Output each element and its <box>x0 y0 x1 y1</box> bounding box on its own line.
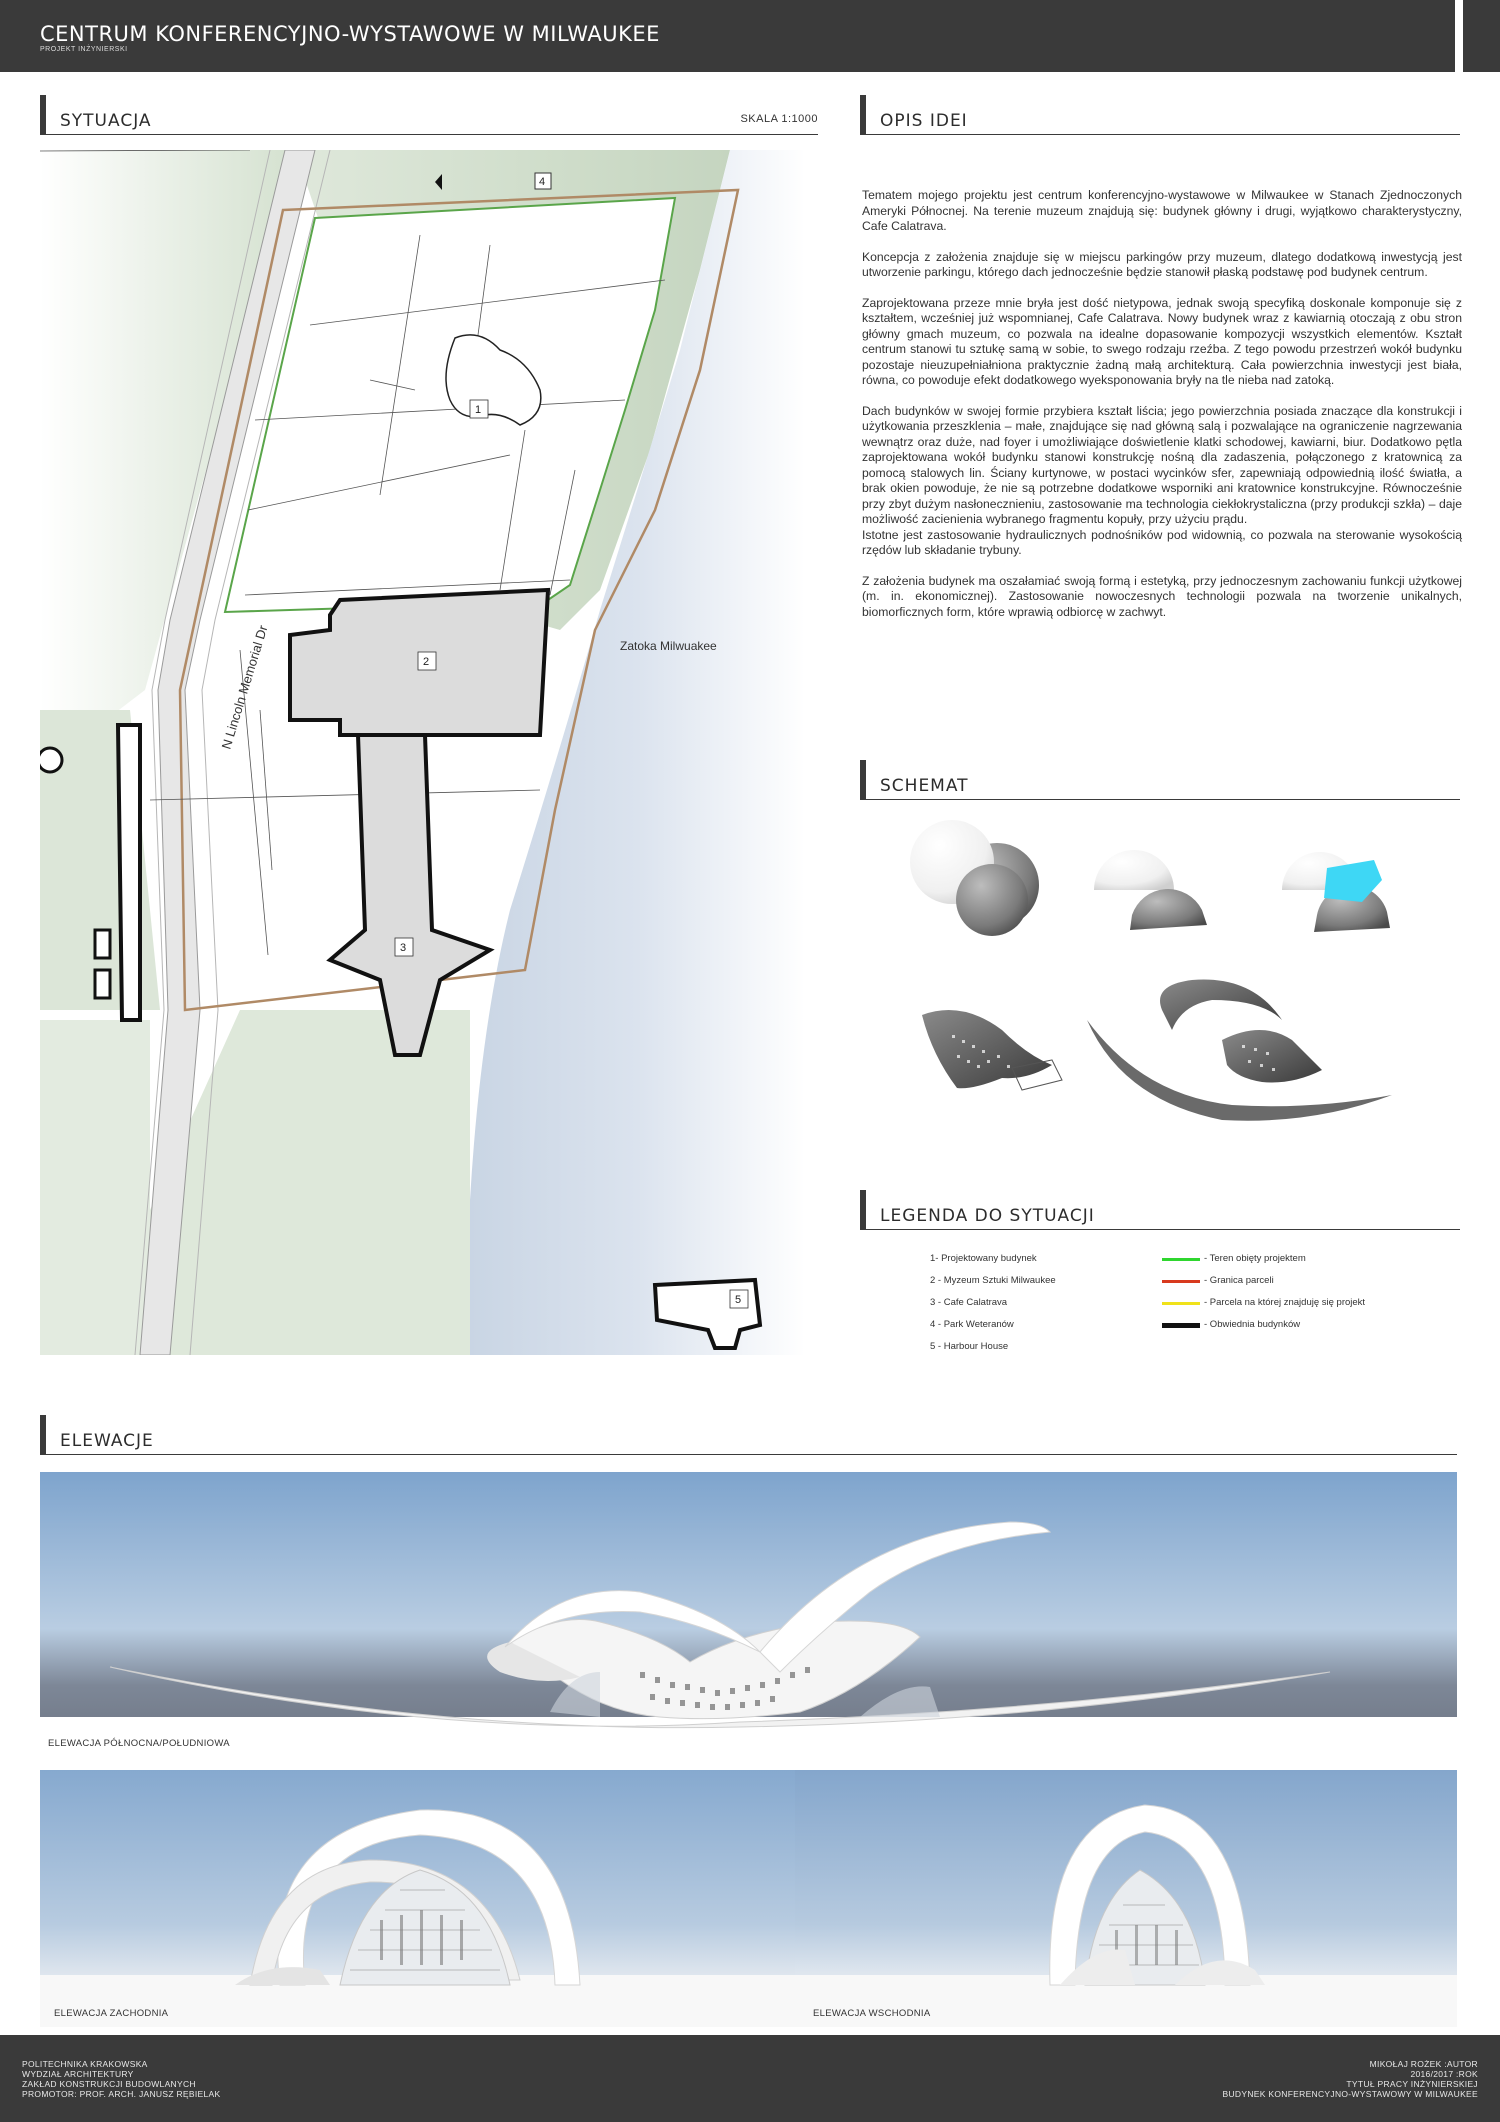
legend-item: - Obwiednia budynków <box>1204 1319 1301 1330</box>
elevation-north-south: ELEWACJA PÓŁNOCNA/POŁUDNIOWA <box>40 1472 1457 1757</box>
section-marker <box>40 1415 46 1455</box>
legend-item: 4 - Park Weteranów <box>930 1319 1014 1330</box>
page-title: CENTRUM KONFERENCYJNO-WYSTAWOWE W MILWAU… <box>40 22 660 46</box>
legend-line-green <box>1162 1258 1200 1261</box>
legend-item: 2 - Myzeum Sztuki Milwaukee <box>930 1275 1056 1286</box>
section-legenda-title: LEGENDA DO SYTUACJI <box>880 1206 1095 1226</box>
elevation-label: ELEWACJA PÓŁNOCNA/POŁUDNIOWA <box>48 1738 230 1749</box>
legend-line-black <box>1162 1323 1200 1328</box>
description-paragraph: Istotne jest zastosowanie hydraulicznych… <box>862 527 1462 558</box>
description-paragraph: Tematem mojego projektu jest centrum kon… <box>862 188 1462 233</box>
footer-department: ZAKŁAD KONSTRUKCJI BUDOWLANYCH <box>22 2079 196 2089</box>
footer-university: POLITECHNIKA KRAKOWSKA <box>22 2059 148 2069</box>
building-number-5: 5 <box>735 1294 741 1306</box>
legend-item: 3 - Cafe Calatrava <box>930 1297 1008 1308</box>
building-number-1: 1 <box>475 404 481 416</box>
bay-water <box>470 150 805 1355</box>
description-paragraph: Koncepcja z założenia znajduje się w mie… <box>862 249 1462 280</box>
scheme-diagrams <box>910 820 1392 1121</box>
neighbor-building <box>115 723 142 1022</box>
description-paragraph: Dach budynków w swojej formie przybiera … <box>862 403 1462 527</box>
section-opis-title: OPIS IDEI <box>880 111 968 131</box>
north-arrow-icon <box>435 174 442 190</box>
section-legenda-header: LEGENDA DO SYTUACJI <box>860 1190 1460 1230</box>
building-number-2: 2 <box>423 656 429 668</box>
footer-thesis-title: BUDYNEK KONFERENCYJNO-WYSTAWOWY W MILWAU… <box>1222 2089 1478 2099</box>
header-bar: CENTRUM KONFERENCYJNO-WYSTAWOWE W MILWAU… <box>0 0 1455 72</box>
section-schemat-title: SCHEMAT <box>880 776 969 796</box>
section-sytuacja-header: SYTUACJA SKALA 1:1000 <box>40 95 818 135</box>
legend-item: - Granica parceli <box>1204 1275 1274 1286</box>
legend-item: 5 - Harbour House <box>930 1341 1009 1352</box>
footer: POLITECHNIKA KRAKOWSKA WYDZIAŁ ARCHITEKT… <box>0 2035 1500 2122</box>
legend-item: - Parcela na której znajduję się projekt <box>1204 1297 1366 1308</box>
description-paragraph: Z założenia budynek ma oszałamiać swoją … <box>862 573 1462 619</box>
elevation-east-render <box>795 1770 1457 2027</box>
scheme-spheres-3 <box>1282 852 1390 932</box>
street-label: N Lincoln Memorial Dr <box>219 623 271 751</box>
header-side-block <box>1463 0 1500 72</box>
project-area <box>223 196 677 614</box>
legend-item: 1- Projektowany budynek <box>930 1253 1037 1264</box>
legend-line-yellow <box>1162 1302 1200 1305</box>
elevation-north-south-render <box>40 1472 1457 1757</box>
bay-label: Zatoka Milwuakee <box>620 639 717 653</box>
building-4-outline <box>534 172 552 190</box>
section-opis-header: OPIS IDEI <box>860 95 1460 135</box>
building-3-outline <box>326 733 495 1057</box>
footer-left: POLITECHNIKA KRAKOWSKA WYDZIAŁ ARCHITEKT… <box>22 2059 220 2099</box>
building-number-3: 3 <box>400 942 406 954</box>
section-sytuacja-title: SYTUACJA <box>60 111 152 131</box>
footer-faculty: WYDZIAŁ ARCHITEKTURY <box>22 2069 134 2079</box>
parcel-boundary <box>178 188 740 1012</box>
elevation-label: ELEWACJA WSCHODNIA <box>813 2008 931 2019</box>
description-paragraph: Zaprojektowana przeze mnie bryła jest do… <box>862 295 1462 388</box>
scheme-spheres-1 <box>910 820 1039 936</box>
section-elewacje-title: ELEWACJE <box>60 1431 154 1451</box>
park-area-left <box>40 150 295 770</box>
elevation-west-render <box>40 1770 795 2027</box>
scheme-shell-1 <box>922 1010 1063 1091</box>
legend: 1- Projektowany budynek 2 - Myzeum Sztuk… <box>930 1247 1460 1357</box>
section-marker <box>860 1190 866 1230</box>
section-marker <box>860 760 866 800</box>
scheme-spheres-2 <box>1094 850 1207 930</box>
legend-item: - Teren obięty projektem <box>1204 1253 1306 1264</box>
page-subtitle: PROJEKT INŻYNIERSKI <box>40 46 128 53</box>
site-plan: 1 2 3 4 5 N Lincoln Memorial Dr Zatoka M… <box>40 150 805 1355</box>
footer-supervisor: PROMOTOR: PROF. ARCH. JANUSZ RĘBIELAK <box>22 2089 221 2099</box>
section-marker <box>40 95 46 135</box>
section-marker <box>860 95 866 135</box>
footer-thesis-label: TYTUŁ PRACY INŻYNIERSKIEJ <box>1346 2079 1478 2089</box>
description-text: Tematem mojego projektu jest centrum kon… <box>862 188 1462 635</box>
footer-author: MIKOŁAJ ROŻEK :AUTOR <box>1369 2059 1478 2069</box>
footer-year: 2016/2017 :ROK <box>1410 2069 1478 2079</box>
section-elewacje-header: ELEWACJE <box>40 1415 1457 1455</box>
elevation-east: ELEWACJA WSCHODNIA <box>795 1770 1457 2027</box>
footer-right: MIKOŁAJ ROŻEK :AUTOR 2016/2017 :ROK TYTU… <box>1223 2059 1478 2099</box>
scale-label: SKALA 1:1000 <box>740 113 818 125</box>
elevation-west: ELEWACJA ZACHODNIA <box>40 1770 795 2027</box>
elevation-label: ELEWACJA ZACHODNIA <box>54 2008 169 2019</box>
road <box>139 150 316 1355</box>
section-schemat-header: SCHEMAT <box>860 760 1460 800</box>
building-number-4: 4 <box>539 176 545 188</box>
scheme-shell-2 <box>1087 979 1392 1121</box>
legend-line-red <box>1162 1280 1200 1283</box>
